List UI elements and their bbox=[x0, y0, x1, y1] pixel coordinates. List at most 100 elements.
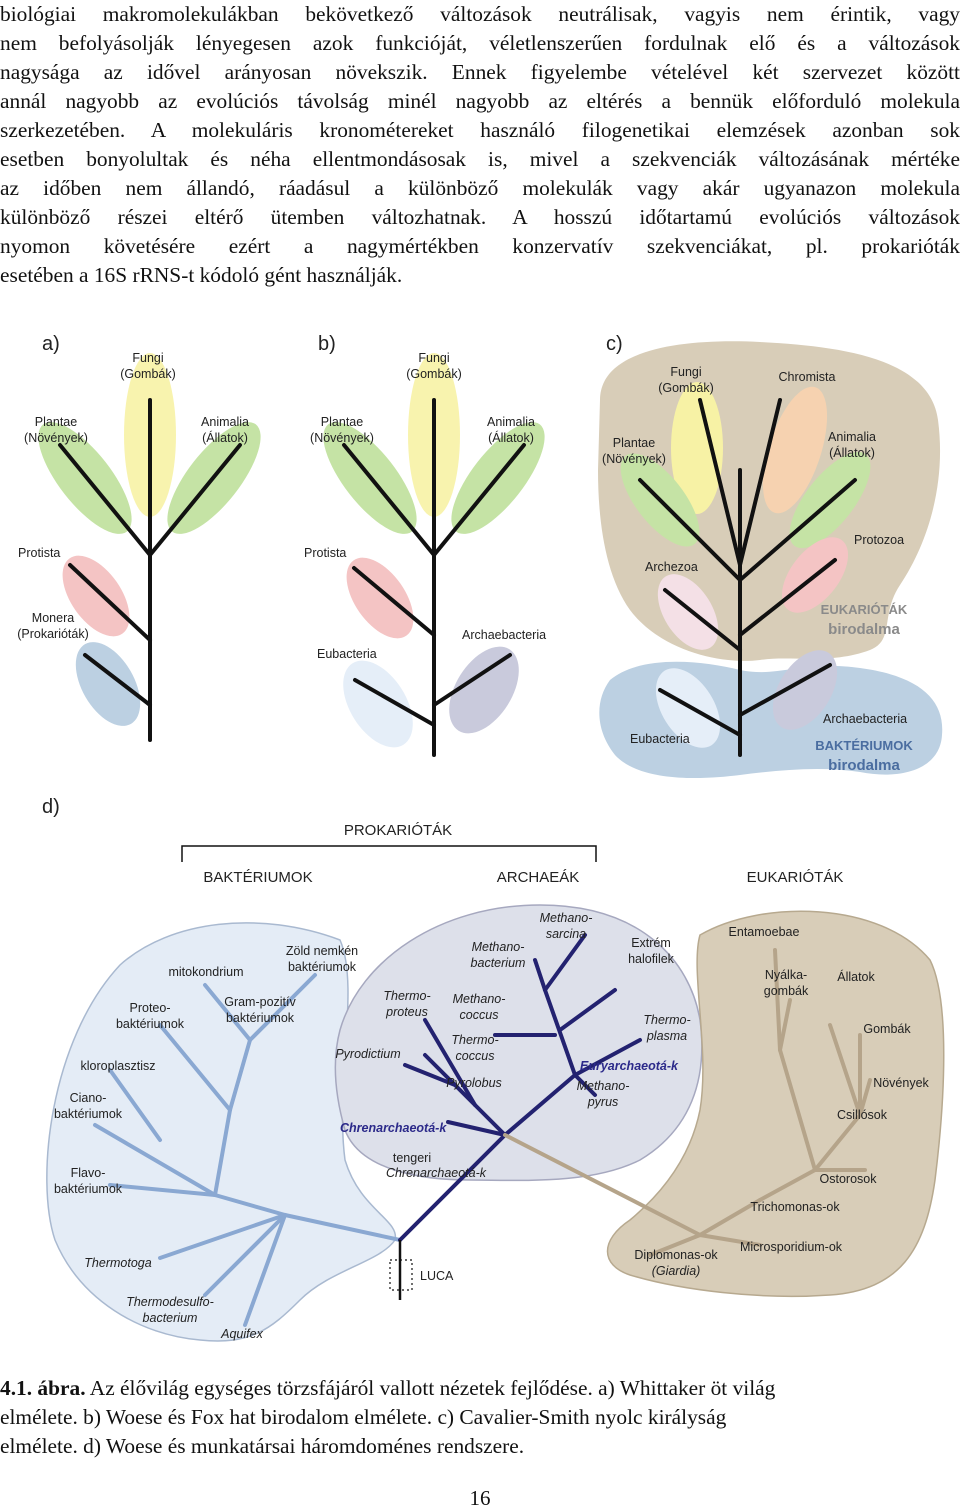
oomycetes-label: Ostorosok bbox=[820, 1172, 878, 1186]
eukarya-domain-region bbox=[606, 910, 945, 1298]
thermoproteus-label: proteus bbox=[385, 1005, 428, 1019]
panel-b: b) Fungi (Gombák) Plantae (Növények) Ani… bbox=[304, 333, 546, 757]
plantae-label: Plantae bbox=[613, 436, 655, 450]
plants-label: Növények bbox=[873, 1076, 929, 1090]
flavobacteria-label: baktériumok bbox=[54, 1182, 123, 1196]
gram-positive-label: Gram-pozitív bbox=[224, 995, 296, 1009]
protista-label: Protista bbox=[18, 546, 60, 560]
body-line: különböző részei eltérő ütemben változha… bbox=[0, 205, 960, 229]
animalia-label: (Állatok) bbox=[488, 430, 534, 445]
figure-caption: 4.1. ábra. Az élővilág egységes törzsfáj… bbox=[0, 1374, 960, 1461]
page-number: 16 bbox=[469, 1486, 491, 1510]
eubacteria-label: Eubacteria bbox=[317, 647, 377, 661]
chromista-leaf bbox=[762, 386, 828, 514]
methanosarcina-label: Methano- bbox=[540, 911, 593, 925]
methanococcus-label: coccus bbox=[460, 1008, 499, 1022]
panel-d: d) PROKARIÓTÁK BAKTÉRIUMOK ARCHAEÁK EUKA… bbox=[42, 796, 945, 1342]
thermodesulfobacterium-label: bacterium bbox=[143, 1311, 198, 1325]
thermococcus-label: coccus bbox=[456, 1049, 495, 1063]
caption-label: 4.1. ábra. bbox=[0, 1376, 86, 1400]
trichomonads-label: Trichomonas-ok bbox=[750, 1200, 840, 1214]
eukaryotes-header: EUKARIÓTÁK bbox=[747, 869, 844, 886]
gram-positive-label: baktériumok bbox=[226, 1011, 295, 1025]
thermoplasma-label: Thermo- bbox=[643, 1013, 690, 1027]
caption-line: elmélete. d) Woese és munkatársai háromd… bbox=[0, 1434, 525, 1458]
protista-label: Protista bbox=[304, 546, 346, 560]
panel-d-letter: d) bbox=[42, 796, 60, 818]
methanococcus-label: Methano- bbox=[453, 992, 506, 1006]
fungi-label: (Gombák) bbox=[406, 367, 462, 381]
monera-leaf bbox=[75, 642, 141, 726]
cyanobacteria-label: baktériumok bbox=[54, 1107, 123, 1121]
plantae-label: Plantae bbox=[35, 415, 77, 429]
fungi-label: Fungi bbox=[418, 351, 449, 365]
eubacteria-label: Eubacteria bbox=[630, 732, 690, 746]
eukaryote-kingdom-label: EUKARIÓTÁK bbox=[821, 602, 908, 617]
prokaryotes-header: PROKARIÓTÁK bbox=[344, 822, 452, 839]
microsporidia-label: Microsporidium-ok bbox=[740, 1240, 843, 1254]
panel-c-letter: c) bbox=[606, 333, 623, 355]
marine-crenarchaeota-label: Chrenarchaeotá-k bbox=[386, 1166, 487, 1180]
entamoebae-label: Entamoebae bbox=[729, 925, 800, 939]
methanopyrus-label: Methano- bbox=[577, 1079, 630, 1093]
fungi-label: Fungi bbox=[670, 365, 701, 379]
protozoa-label: Protozoa bbox=[854, 533, 904, 547]
body-paragraph: biológiai makromolekulákban bekövetkező … bbox=[0, 0, 960, 290]
luca-box bbox=[389, 1259, 413, 1291]
body-line: esetében a 16S rRNS-t kódoló gént haszná… bbox=[0, 263, 403, 287]
archezoa-leaf bbox=[657, 574, 719, 650]
green-nonsulfur-label: Zöld nemkén bbox=[286, 944, 358, 958]
slime-molds-label: gombák bbox=[764, 984, 809, 998]
protista-leaf bbox=[346, 557, 414, 639]
animalia-label: Animalia bbox=[201, 415, 249, 429]
fungi-label: Fungi bbox=[132, 351, 163, 365]
plantae-label: Plantae bbox=[321, 415, 363, 429]
thermoproteus-label: Thermo- bbox=[383, 989, 430, 1003]
marine-crenarchaeota-label: tengeri bbox=[393, 1151, 431, 1165]
body-line: szerkezetében. A molekuláris kronométere… bbox=[0, 118, 960, 142]
thermoplasma-label: plasma bbox=[646, 1029, 687, 1043]
crenarchaeota-label: Chrenarchaeotá-k bbox=[340, 1121, 447, 1135]
animalia-label: Animalia bbox=[487, 415, 535, 429]
diplomonads-label: (Giardia) bbox=[652, 1264, 701, 1278]
aquifex-label: Aquifex bbox=[220, 1327, 263, 1341]
bacteria-domain-region bbox=[46, 922, 397, 1342]
eukaryote-kingdom-label: birodalma bbox=[828, 621, 900, 638]
fungi-label: (Gombák) bbox=[658, 381, 714, 395]
archezoa-label: Archezoa bbox=[645, 560, 698, 574]
fungi-label: (Gombák) bbox=[120, 367, 176, 381]
methanosarcina-label: sarcina bbox=[546, 927, 586, 941]
phylogeny-figure: a) Fungi (Gombák) Plantae (Növények) Ani… bbox=[17, 333, 945, 1342]
eukarya-branches bbox=[503, 948, 872, 1257]
prokaryotes-bracket bbox=[181, 845, 597, 862]
panel-a: a) Fungi (Gombák) Plantae (Növények) Ani… bbox=[17, 333, 261, 742]
fungi-label: Gombák bbox=[863, 1022, 911, 1036]
caption-text: Az élővilág egységes törzsfájáról vallot… bbox=[89, 1376, 776, 1400]
archaea-header: ARCHAEÁK bbox=[497, 869, 580, 886]
archaebacteria-label: Archaebacteria bbox=[462, 628, 546, 642]
thermodesulfobacterium-label: Thermodesulfo- bbox=[126, 1295, 214, 1309]
body-line: nem befolyásolják lényegesen azok funkci… bbox=[0, 31, 960, 55]
panel-c: c) Fungi (Gombák) Chromista Plantae (Növ… bbox=[598, 333, 943, 779]
bacteria-kingdom-label: birodalma bbox=[828, 757, 900, 774]
animalia-label: (Állatok) bbox=[202, 430, 248, 445]
body-line: az időben nem állandó, ráadásul a különb… bbox=[0, 176, 960, 200]
extreme-halophiles-label: Extrém bbox=[631, 936, 671, 950]
pyrolobus-label: Pyrolobus bbox=[446, 1076, 502, 1090]
panel-b-letter: b) bbox=[318, 333, 336, 355]
slime-molds-label: Nyálka- bbox=[765, 968, 807, 982]
methanobacterium-label: bacterium bbox=[471, 956, 526, 970]
ciliates-label: Csillósok bbox=[837, 1108, 888, 1122]
archaea-branches bbox=[398, 933, 642, 1242]
green-nonsulfur-label: baktériumok bbox=[288, 960, 357, 974]
body-line: nyomon követésére ezért a nagymértékben … bbox=[0, 234, 960, 258]
bacteria-branches bbox=[93, 973, 402, 1327]
body-line: annál nagyobb az evolúciós távolság miné… bbox=[0, 89, 960, 113]
methanobacterium-label: Methano- bbox=[472, 940, 525, 954]
body-line: esetben bonyolultak és néha ellentmondás… bbox=[0, 147, 960, 171]
flavobacteria-label: Flavo- bbox=[71, 1166, 106, 1180]
cyanobacteria-label: Ciano- bbox=[70, 1091, 107, 1105]
archaebacteria-leaf bbox=[449, 646, 519, 734]
body-line: biológiai makromolekulákban bekövetkező … bbox=[0, 2, 960, 26]
extreme-halophiles-label: halofilek bbox=[628, 952, 675, 966]
